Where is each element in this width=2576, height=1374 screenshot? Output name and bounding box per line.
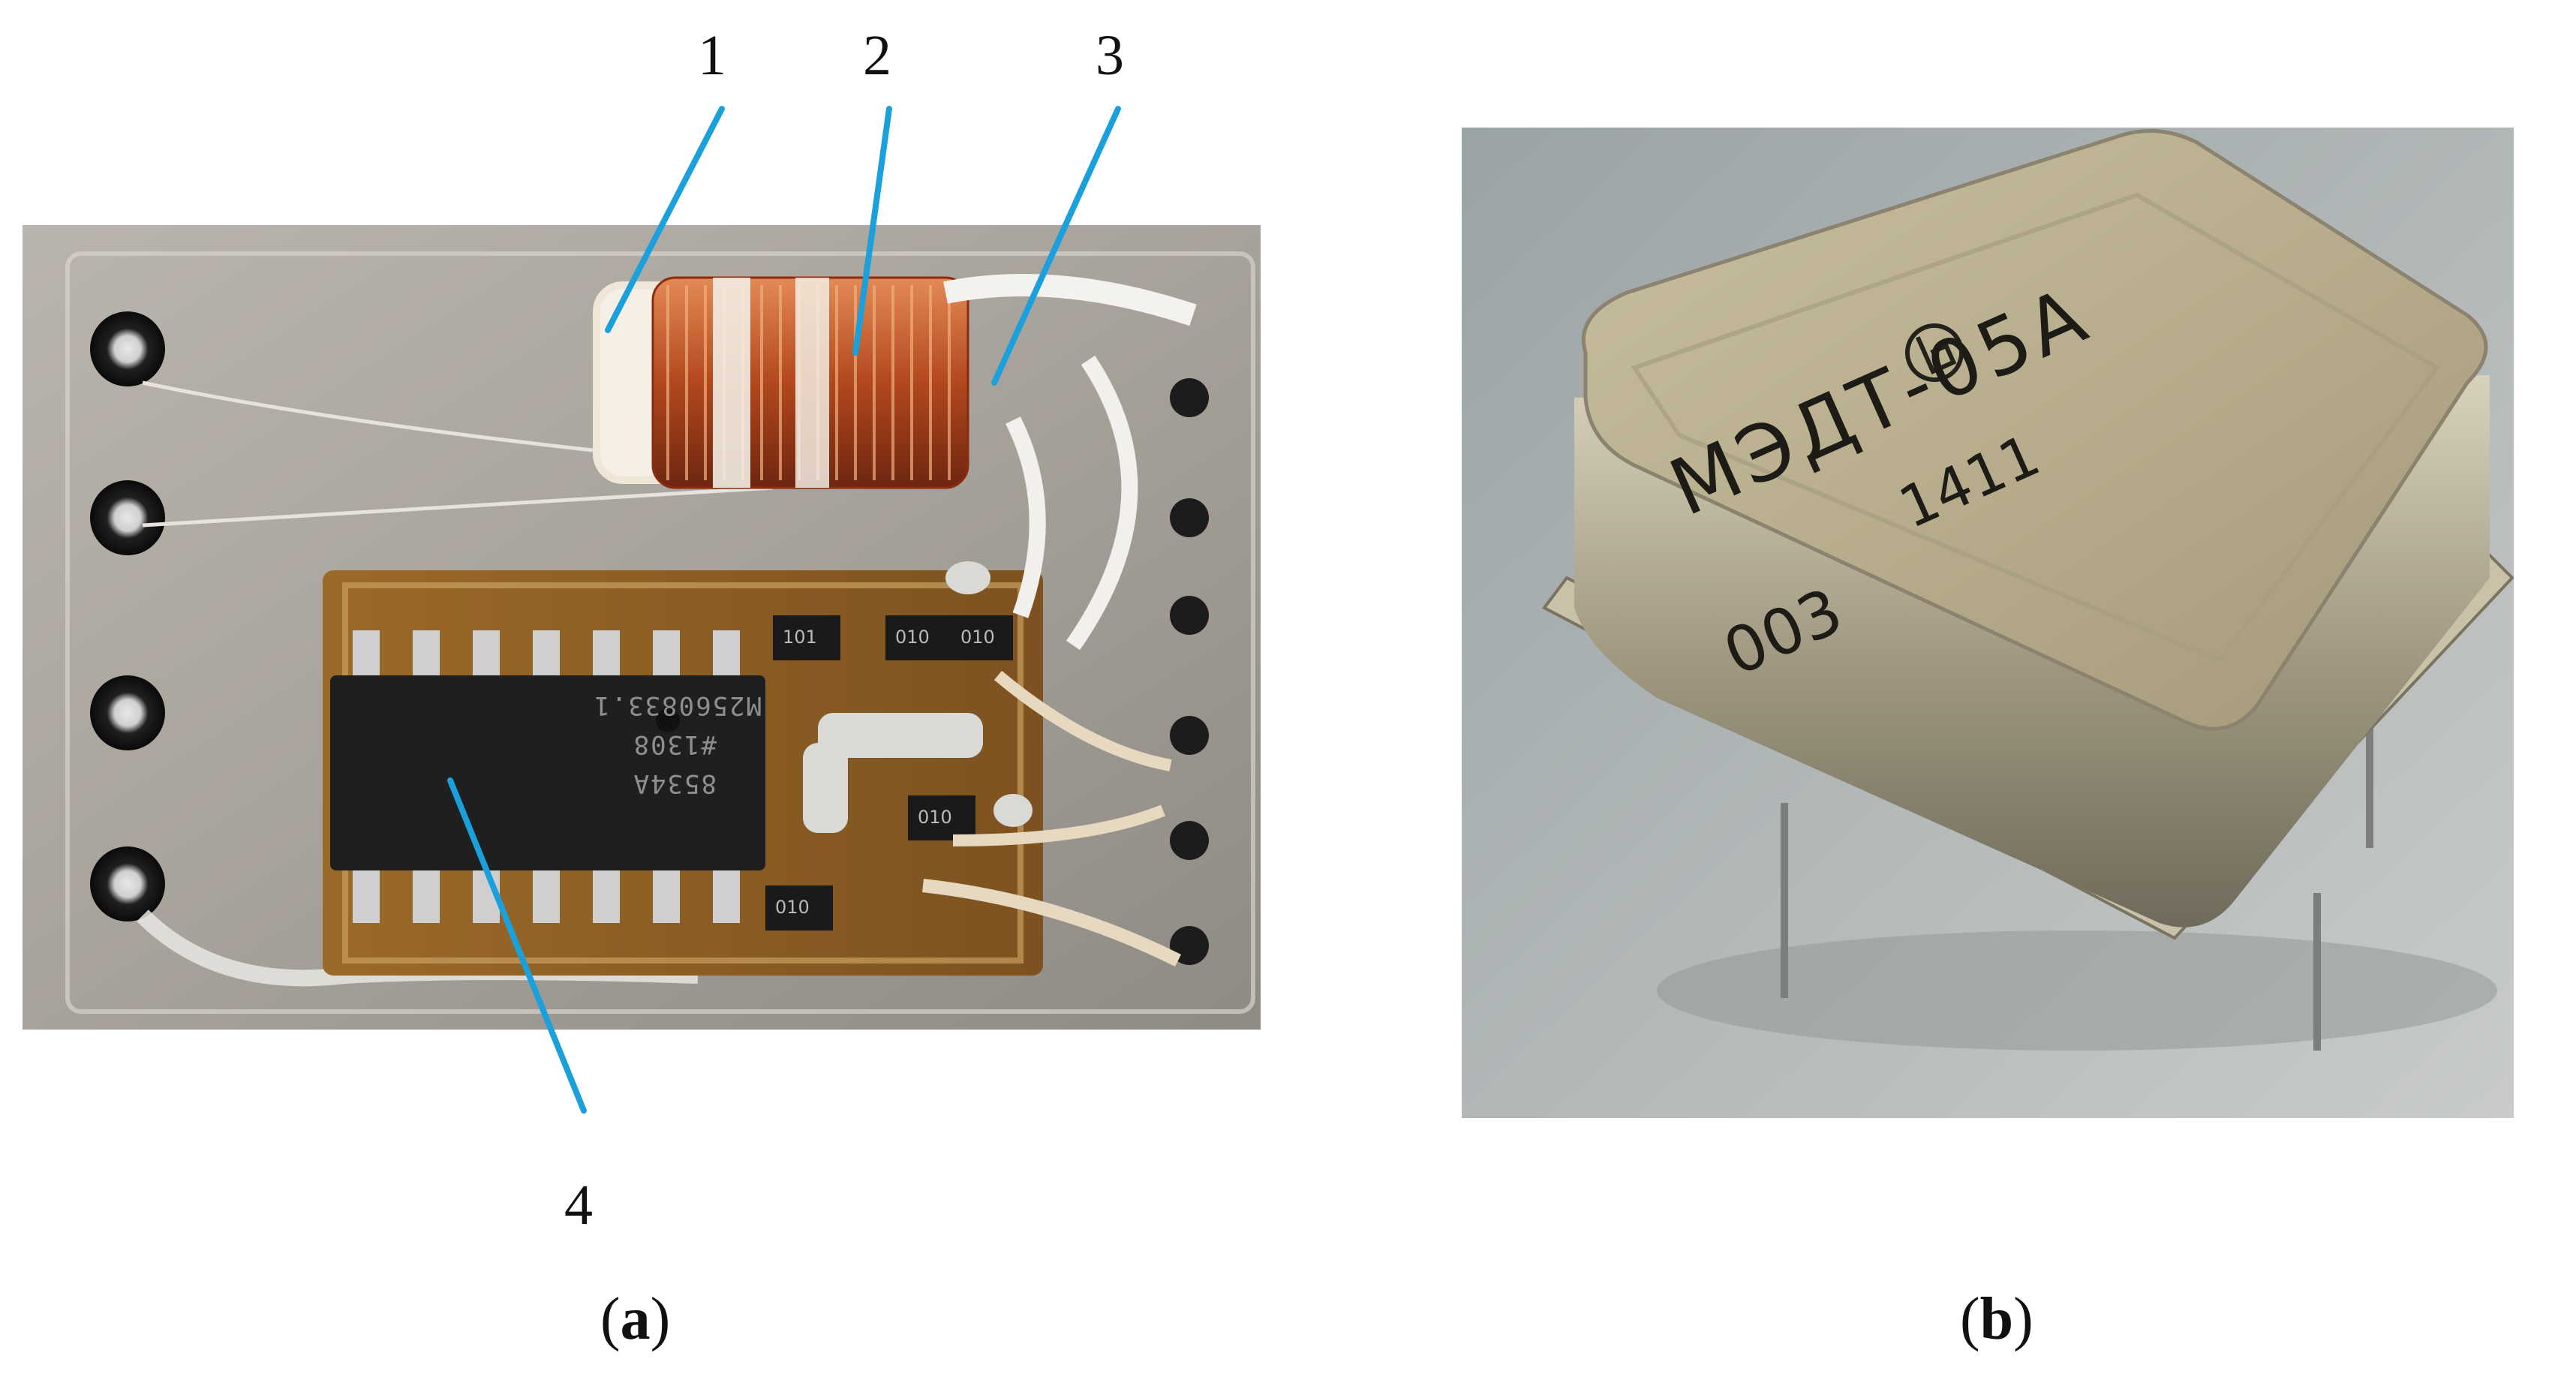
photo-b: МЭДТ-05А 1411 003 — [1462, 128, 2514, 1118]
photo-a: M2560833.1 #1308 8534A 101 010 010 010 0… — [23, 225, 1261, 1030]
caption-a: (a) — [600, 1286, 671, 1352]
callout-4: 4 — [564, 1174, 593, 1237]
can-lid — [1581, 128, 2488, 731]
resistor-code: 010 — [960, 627, 995, 648]
leader-2 — [852, 106, 892, 356]
leader-1 — [605, 106, 725, 333]
resistor-code: 101 — [783, 627, 817, 648]
coil — [593, 274, 1197, 489]
smd-resistors — [765, 615, 1013, 931]
caption-b: (b) — [1960, 1286, 2033, 1352]
callout-1: 1 — [698, 24, 726, 87]
ic-chip — [330, 630, 765, 923]
leader-4 — [447, 777, 587, 1114]
callout-3: 3 — [1096, 24, 1124, 87]
resistor-code: 010 — [918, 807, 952, 828]
terminal-holes — [90, 311, 1209, 965]
callout-2: 2 — [863, 24, 891, 87]
leader-3 — [991, 106, 1121, 386]
resistor-code: 010 — [895, 627, 930, 648]
resistor-code: 010 — [775, 897, 810, 918]
manufacturer-logo — [1905, 323, 1964, 382]
device-photo — [1462, 128, 2514, 1118]
board-photo — [23, 225, 1261, 1030]
